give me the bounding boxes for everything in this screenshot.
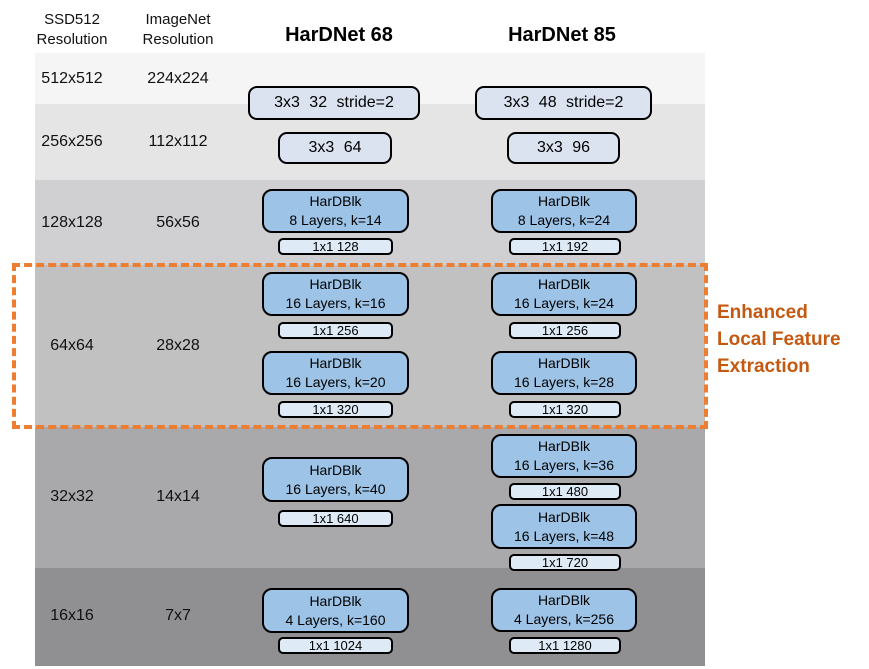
net68-stage5-hardblk-name: HarDBlk [309, 461, 362, 478]
enhanced-label-line1: Enhanced [717, 302, 808, 323]
net85-stage4-hardblk2-name: HarDBlk [537, 355, 591, 371]
imagenet-header-line2: Resolution [142, 31, 214, 48]
net85-stage5-hardblk2-params: 16 Layers, k=48 [513, 527, 614, 544]
ssd-res-32: 32x32 [50, 488, 94, 505]
net85-stage6-transition: 1x1 1280 [509, 637, 621, 654]
img-res-7: 7x7 [165, 607, 191, 624]
net68-stage3-hardblk-name: HarDBlk [309, 193, 362, 209]
img-res-14: 14x14 [156, 488, 200, 505]
net85-stage3-transition: 1x1 192 [509, 238, 621, 255]
enhanced-label-line3: Extraction [717, 356, 810, 377]
net85-stage5-hardblk1-name: HarDBlk [537, 438, 591, 454]
net68-stage5-hardblk-params: 16 Layers, k=40 [285, 480, 386, 497]
net85-stage6-hardblk-params: 4 Layers, k=256 [513, 611, 614, 627]
net85-stage5-hardblk-1: HarDBlk 16 Layers, k=36 [491, 434, 637, 478]
net68-stage3-transition: 1x1 128 [278, 238, 393, 255]
net68-stage5-transition: 1x1 640 [278, 510, 393, 527]
net68-stage6-hardblk: HarDBlk 4 Layers, k=160 [262, 588, 409, 633]
net85-stage4-hardblk-1: HarDBlk 16 Layers, k=24 [491, 272, 637, 316]
net68-stage4-transition-1: 1x1 256 [278, 322, 393, 339]
hardnet68-title: HarDNet 68 [285, 24, 393, 46]
net68-stage6-hardblk-name: HarDBlk [309, 592, 362, 609]
img-res-28: 28x28 [156, 337, 200, 354]
ssd-res-16: 16x16 [50, 607, 94, 624]
ssd512-header-line1: SSD512 [44, 11, 100, 28]
ssd-res-256: 256x256 [41, 133, 103, 150]
net85-stage5-hardblk1-params: 16 Layers, k=36 [513, 457, 614, 473]
net85-stage6-hardblk-name: HarDBlk [537, 592, 591, 608]
ssd-res-128: 128x128 [41, 214, 103, 231]
enhanced-label-line2: Local Feature [717, 329, 841, 350]
img-res-224: 224x224 [147, 70, 209, 87]
net68-stage4-hardblk1-name: HarDBlk [309, 276, 362, 292]
net85-stage4-hardblk1-name: HarDBlk [537, 276, 591, 292]
net85-stage4-hardblk1-params: 16 Layers, k=24 [513, 295, 614, 311]
net85-stage6-hardblk: HarDBlk 4 Layers, k=256 [491, 588, 637, 632]
net68-stage6-hardblk-params: 4 Layers, k=160 [285, 611, 386, 628]
net85-conv1-block: 3x3 48 stride=2 [475, 86, 652, 120]
net85-stage4-hardblk-2: HarDBlk 16 Layers, k=28 [491, 351, 637, 395]
enhanced-region-dashed-outline [12, 263, 708, 429]
net68-stage6-transition: 1x1 1024 [278, 637, 393, 654]
net85-stage4-transition-1: 1x1 256 [509, 322, 621, 339]
imagenet-resolution-header: ImageNet Resolution [126, 10, 230, 50]
net85-stage3-hardblk-name: HarDBlk [537, 193, 591, 209]
ssd-res-512: 512x512 [41, 70, 103, 87]
net68-stage5-hardblk: HarDBlk 16 Layers, k=40 [262, 457, 409, 502]
hardnet85-title: HarDNet 85 [508, 24, 616, 46]
net68-stage4-hardblk2-name: HarDBlk [309, 355, 362, 371]
net68-stage4-transition-2: 1x1 320 [278, 401, 393, 418]
ssd512-header-line2: Resolution [36, 31, 108, 48]
net68-stage4-hardblk1-params: 16 Layers, k=16 [285, 295, 386, 311]
net68-stage4-hardblk-1: HarDBlk 16 Layers, k=16 [262, 272, 409, 316]
net85-stage4-hardblk2-params: 16 Layers, k=28 [513, 374, 614, 390]
net68-stage4-hardblk2-params: 16 Layers, k=20 [285, 374, 386, 390]
net68-stage4-hardblk-2: HarDBlk 16 Layers, k=20 [262, 351, 409, 395]
net85-stage5-transition-1: 1x1 480 [509, 483, 621, 500]
enhanced-region-label: Enhanced Local Feature Extraction [717, 299, 869, 380]
net68-stage3-hardblk-params: 8 Layers, k=14 [289, 212, 382, 228]
net68-conv2-block: 3x3 64 [278, 132, 392, 164]
corner-pixel-artifact [0, 664, 12, 669]
net85-conv2-block: 3x3 96 [507, 132, 620, 164]
net85-stage3-hardblk: HarDBlk 8 Layers, k=24 [491, 189, 637, 233]
net85-stage4-transition-2: 1x1 320 [509, 401, 621, 418]
imagenet-header-line1: ImageNet [145, 11, 211, 28]
ssd512-resolution-header: SSD512 Resolution [20, 10, 124, 50]
net85-stage5-hardblk2-name: HarDBlk [537, 508, 591, 525]
net85-stage5-hardblk-2: HarDBlk 16 Layers, k=48 [491, 504, 637, 549]
net68-conv1-block: 3x3 32 stride=2 [248, 86, 420, 120]
net85-stage3-hardblk-params: 8 Layers, k=24 [517, 212, 611, 228]
img-res-112: 112x112 [148, 133, 208, 150]
net68-stage3-hardblk: HarDBlk 8 Layers, k=14 [262, 189, 409, 233]
net85-stage5-transition-2: 1x1 720 [509, 554, 621, 571]
ssd-res-64: 64x64 [50, 337, 94, 354]
img-res-56: 56x56 [156, 214, 200, 231]
